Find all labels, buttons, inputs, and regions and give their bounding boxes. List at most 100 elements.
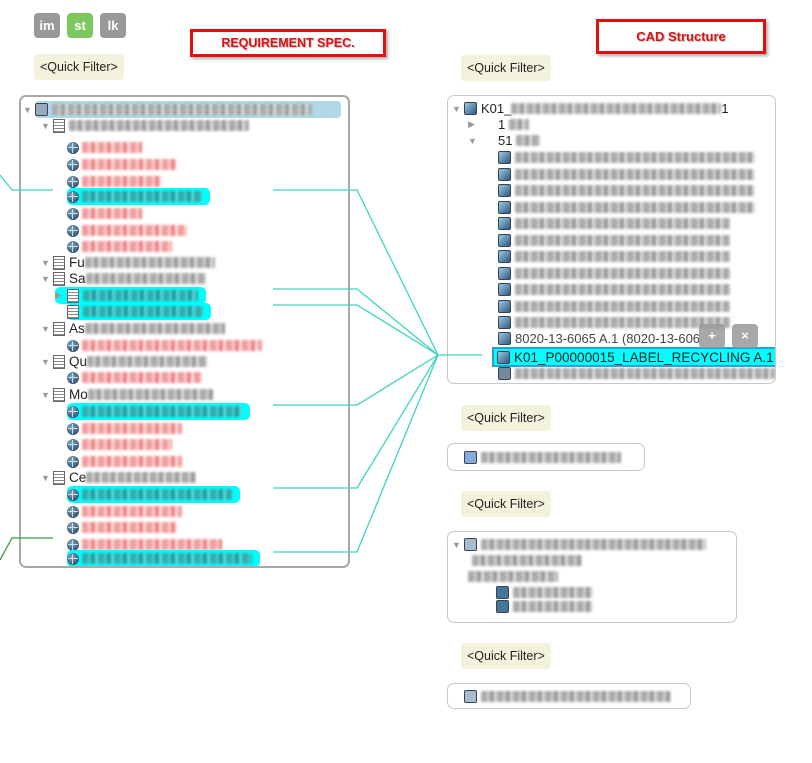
document-icon [53,255,65,270]
cad-row[interactable] [498,149,755,166]
requirement-group[interactable]: ▼Qu [41,353,208,370]
globe-icon [67,538,79,551]
globe-icon [67,505,79,518]
cad-row[interactable] [498,314,730,331]
requirement-group[interactable]: ▼Ce [41,469,197,486]
part-icon [498,233,511,247]
document-icon [67,288,79,303]
tree-root[interactable]: ▼ [23,101,341,118]
part-icon [498,332,511,345]
document-icon [53,321,65,336]
globe-icon [67,175,79,188]
quick-filter-cad[interactable]: <Quick Filter> [461,55,551,81]
document-icon [53,118,65,133]
cad-row[interactable] [498,281,730,298]
globe-icon [67,240,79,253]
cad-row[interactable] [498,215,730,232]
part-icon [464,102,477,115]
im-button[interactable]: im [34,13,60,38]
requirement-item[interactable]: ▶ [55,287,206,304]
globe-icon [67,190,79,203]
requirement-item[interactable] [67,139,142,156]
cad-row[interactable] [498,166,755,183]
globe-icon [67,405,79,418]
tree-panel-5[interactable] [447,683,691,709]
cad-partial-row[interactable]: 8020-13-6065 A.1 (8020-13-606 [498,330,700,347]
part-icon [498,316,511,329]
tree-panel-4[interactable]: ▼ [447,531,737,623]
cad-row[interactable] [498,248,730,265]
requirement-group[interactable]: ▼Fu [41,254,215,271]
globe-icon [67,158,79,171]
cad-node-51[interactable]: ▼51 [468,132,541,149]
cad-row[interactable] [498,365,775,382]
remove-link-button[interactable]: × [732,324,758,348]
requirement-item[interactable] [67,453,182,470]
requirement-item[interactable] [67,486,240,503]
requirement-item[interactable] [67,550,260,566]
cad-node-1[interactable]: ▶1 [468,116,530,133]
document-icon [53,354,65,369]
requirement-item[interactable] [67,303,211,320]
requirement-item[interactable] [67,337,262,354]
part-icon [498,250,511,263]
requirement-group[interactable]: ▼Sa [41,270,206,287]
requirement-item[interactable] [67,369,202,386]
item-icon [464,451,477,464]
globe-icon [67,438,79,451]
globe-icon [67,521,79,534]
requirement-item[interactable] [67,420,182,437]
requirement-group[interactable]: ▼As [41,320,225,337]
cad-tree-panel[interactable]: ▼K01_1 ▶1 ▼51 8020-13-6065 A.1 (8020-13-… [447,95,776,384]
cad-structure-callout: CAD Structure [596,19,766,54]
cad-row[interactable] [498,298,730,315]
requirement-item[interactable] [67,503,182,520]
document-icon [53,470,65,485]
st-button[interactable]: st [67,13,93,38]
cad-row[interactable] [498,232,730,249]
globe-icon [67,371,79,384]
lk-button[interactable]: lk [100,13,126,38]
requirement-item[interactable] [67,205,142,222]
add-link-button[interactable]: + [699,324,725,348]
requirement-item[interactable] [67,188,210,205]
requirement-item[interactable] [67,519,177,536]
spec-icon [35,103,48,116]
document-icon [53,387,65,402]
requirement-item[interactable] [67,222,187,239]
cad-selected-row[interactable]: K01_P00000015_LABEL_RECYCLING A.1 [492,347,775,367]
globe-icon [67,339,79,352]
cad-root[interactable]: ▼K01_1 [452,101,729,116]
cad-row[interactable] [498,182,755,199]
part-icon [497,350,510,364]
requirement-item[interactable] [67,436,172,453]
cad-row[interactable] [498,265,730,282]
part-icon [498,167,511,181]
requirement-item[interactable] [67,173,162,190]
tree-node[interactable]: ▼ [41,117,249,134]
requirement-item[interactable] [67,403,250,420]
tree-panel-3[interactable] [447,443,645,471]
cad-row[interactable] [498,199,755,216]
quick-filter-5[interactable]: <Quick Filter> [461,643,551,669]
requirement-tree-panel[interactable]: ▼ ▼ ▼Fu▼Sa▶ ▼As ▼Qu ▼Mo ▼Ce [19,95,350,568]
part-icon [498,266,511,280]
requirement-spec-callout: REQUIREMENT SPEC. [190,29,386,57]
document-icon [67,304,79,319]
globe-icon [67,224,79,237]
requirement-group[interactable]: ▼Mo [41,386,213,403]
requirement-item[interactable] [67,536,222,553]
document-icon [53,271,65,286]
part-icon [498,184,511,197]
globe-icon [67,141,79,154]
globe-icon [67,488,79,501]
part-icon [498,217,511,230]
requirement-item[interactable] [67,238,172,255]
part-icon [498,151,511,164]
quick-filter-requirements[interactable]: <Quick Filter> [34,54,124,80]
part-icon [498,200,511,214]
globe-icon [67,422,79,435]
requirement-item[interactable] [67,156,177,173]
quick-filter-4[interactable]: <Quick Filter> [461,491,551,517]
quick-filter-3[interactable]: <Quick Filter> [461,405,551,431]
